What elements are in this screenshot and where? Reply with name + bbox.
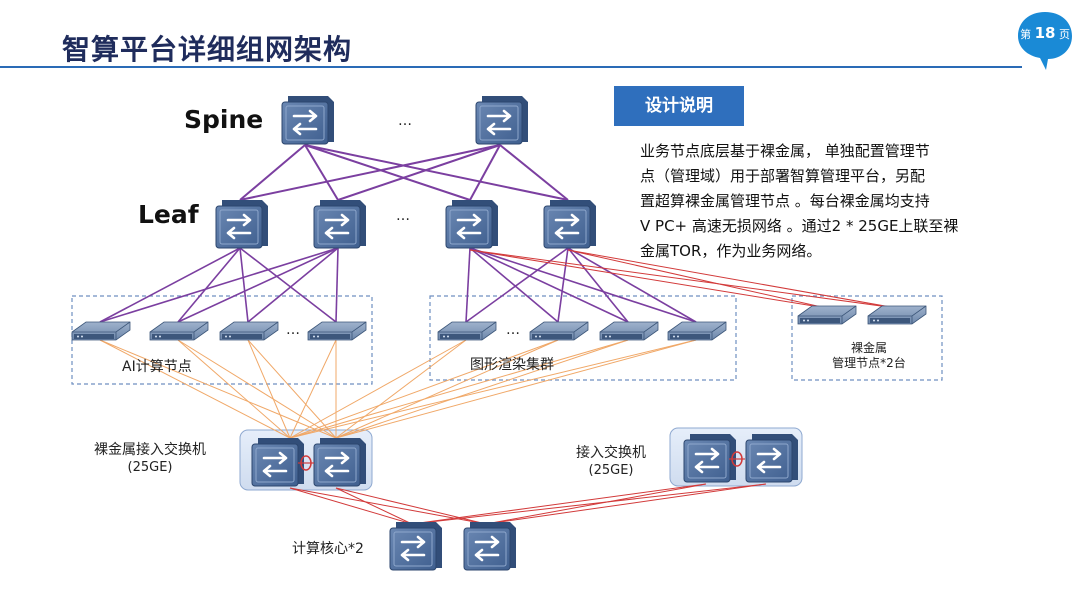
- leaf-switch-4: [542, 198, 598, 250]
- render-cluster-group-box: [429, 295, 737, 381]
- render-server-3: [599, 321, 659, 341]
- spine-label: Spine: [184, 105, 264, 134]
- design-note-line: 点（管理域）用于部署智算管理平台，另配: [640, 167, 926, 185]
- design-note-body: 业务节点底层基于裸金属， 单独配置管理节 点（管理域）用于部署智算管理平台，另配…: [640, 139, 985, 264]
- render-server-1: [437, 321, 497, 341]
- ai-server-ellipsis: …: [286, 322, 300, 338]
- spine-leaf-links: [239, 144, 569, 201]
- speech-bubble-icon: [1018, 12, 1072, 70]
- bm-mgmt-server-2: [867, 305, 927, 325]
- design-note-line: V PC+ 高速无损网络 。通过2 * 25GE上联至裸: [640, 217, 959, 235]
- leaf-ellipsis: …: [396, 208, 410, 224]
- leaf-switch-1: [214, 198, 270, 250]
- leaf-server-links: [99, 247, 697, 323]
- render-server-4: [667, 321, 727, 341]
- core-switch-1: [388, 520, 444, 572]
- ai-compute-server-4: [307, 321, 367, 341]
- access-core-links: [289, 483, 767, 525]
- bm-mgmt-label: 裸金属 管理节点*2台: [832, 341, 906, 370]
- ai-compute-server-1: [71, 321, 131, 341]
- ai-compute-server-3: [219, 321, 279, 341]
- spine-switch-2: [474, 94, 530, 146]
- ai-compute-server-2: [149, 321, 209, 341]
- access-switch-1: [682, 432, 738, 484]
- core-switch-2: [462, 520, 518, 572]
- leaf-switch-2: [312, 198, 368, 250]
- page-number: 18: [1034, 24, 1056, 42]
- render-server-ellipsis: …: [506, 322, 520, 338]
- title-divider: [0, 66, 1022, 68]
- design-note-line: 业务节点底层基于裸金属， 单独配置管理节: [640, 142, 930, 160]
- spine-ellipsis: …: [398, 113, 412, 129]
- design-note-line: 置超算裸金属管理节点 。每台裸金属均支持: [640, 192, 930, 210]
- server-access-links: [99, 339, 697, 439]
- bm-access-switch-1: [250, 436, 306, 488]
- page-number-badge: 第 18 页: [1016, 10, 1074, 70]
- badge-prefix: 第: [1020, 28, 1032, 41]
- render-cluster-label: 图形渲染集群: [470, 357, 554, 373]
- ai-compute-label: AI计算节点: [122, 359, 192, 375]
- page-title: 智算平台详细组网架构: [62, 33, 353, 66]
- bm-mgmt-server-1: [797, 305, 857, 325]
- design-note-line: 金属TOR，作为业务网络。: [640, 242, 822, 260]
- spine-switch-1: [280, 94, 336, 146]
- leaf-mgmt-links: [469, 249, 897, 309]
- design-note-title: 设计说明: [614, 86, 744, 126]
- render-server-2: [529, 321, 589, 341]
- bm-access-switch-label: 裸金属接入交换机 (25GE): [94, 442, 206, 475]
- bm-access-switch-2: [312, 436, 368, 488]
- leaf-switch-3: [444, 198, 500, 250]
- access-switch-2: [744, 432, 800, 484]
- access-switch-label: 接入交换机 (25GE): [576, 445, 646, 478]
- bm-mgmt-group-box: [791, 295, 943, 381]
- leaf-label: Leaf: [138, 200, 199, 229]
- badge-suffix: 页: [1058, 28, 1070, 41]
- core-switch-label: 计算核心*2: [292, 541, 364, 557]
